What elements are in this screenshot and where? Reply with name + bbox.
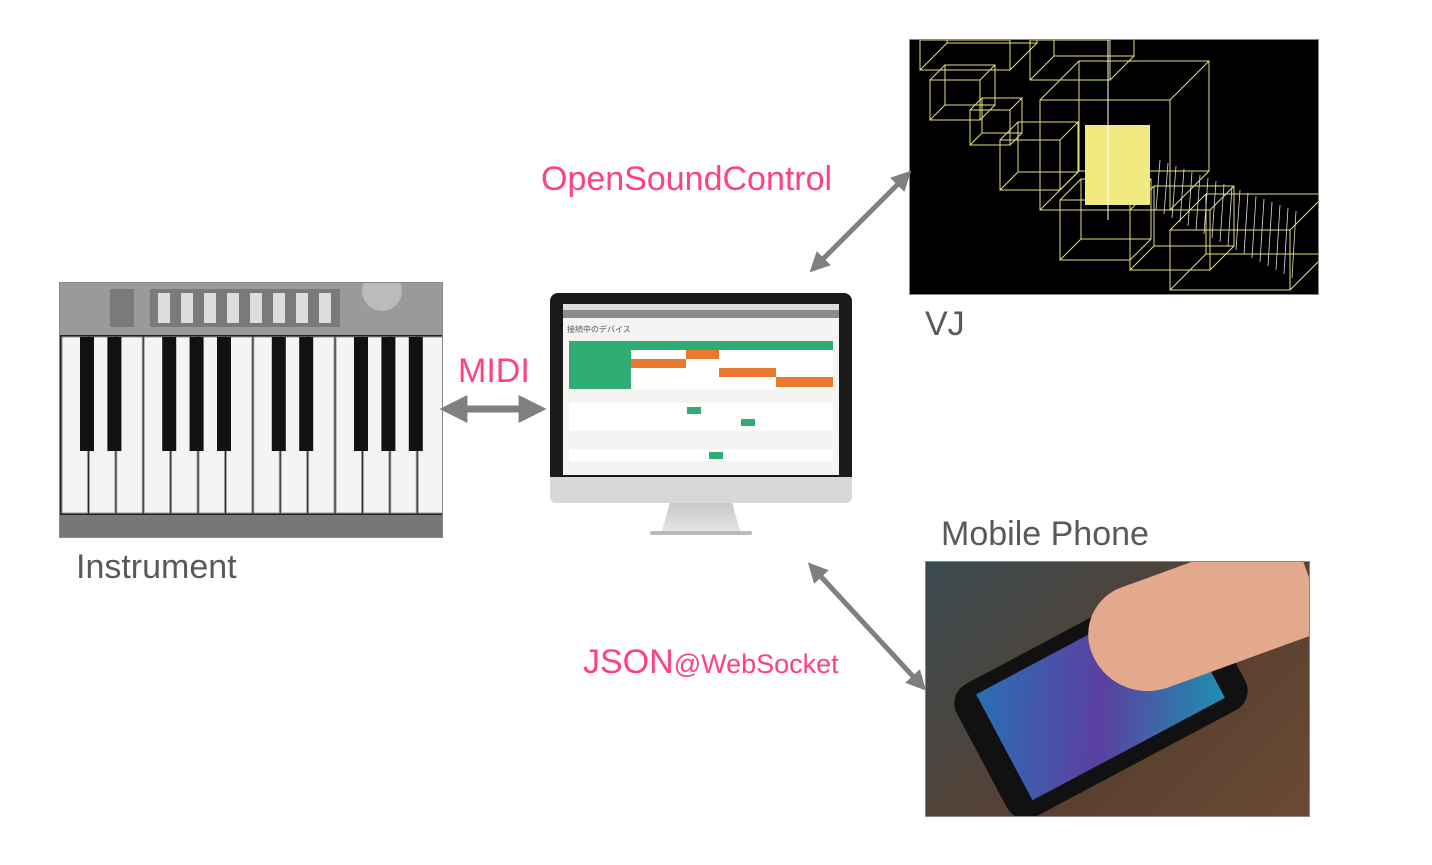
computer-monitor: 接続中のデバイス xyxy=(550,293,852,538)
app-screen: 接続中のデバイス xyxy=(563,304,839,475)
json-label: JSON xyxy=(583,643,674,681)
black-key xyxy=(408,337,423,451)
wireframe-cube xyxy=(1169,193,1318,291)
black-key xyxy=(354,337,368,451)
osc-label: OpenSoundControl xyxy=(541,160,833,198)
black-key xyxy=(271,337,286,451)
mobile-image xyxy=(925,561,1310,817)
black-key xyxy=(217,337,231,451)
black-key xyxy=(189,337,204,451)
vj-visual xyxy=(919,40,1318,291)
vj-image xyxy=(909,39,1319,295)
vj-label: VJ xyxy=(925,305,965,343)
black-key xyxy=(381,337,396,451)
black-key xyxy=(299,337,314,451)
wireframe-cube xyxy=(919,40,1038,71)
instrument-label: Instrument xyxy=(76,548,237,586)
wireframe-cube xyxy=(929,64,996,121)
black-key xyxy=(107,337,122,451)
keyboard-illustration xyxy=(60,283,442,537)
black-key xyxy=(162,337,177,451)
highlight-plane xyxy=(1085,125,1150,205)
midi-label: MIDI xyxy=(458,352,530,390)
wireframe-cube xyxy=(1029,40,1135,81)
json-websocket-label: JSON@WebSocket xyxy=(583,643,839,682)
screen-title: 接続中のデバイス xyxy=(567,325,631,334)
wireframe-cube xyxy=(999,121,1079,191)
black-key xyxy=(80,337,94,451)
mobile-label: Mobile Phone xyxy=(941,515,1149,553)
instrument-image xyxy=(59,282,443,538)
websocket-label: @WebSocket xyxy=(673,649,839,679)
wireframe-cube xyxy=(969,97,1023,146)
